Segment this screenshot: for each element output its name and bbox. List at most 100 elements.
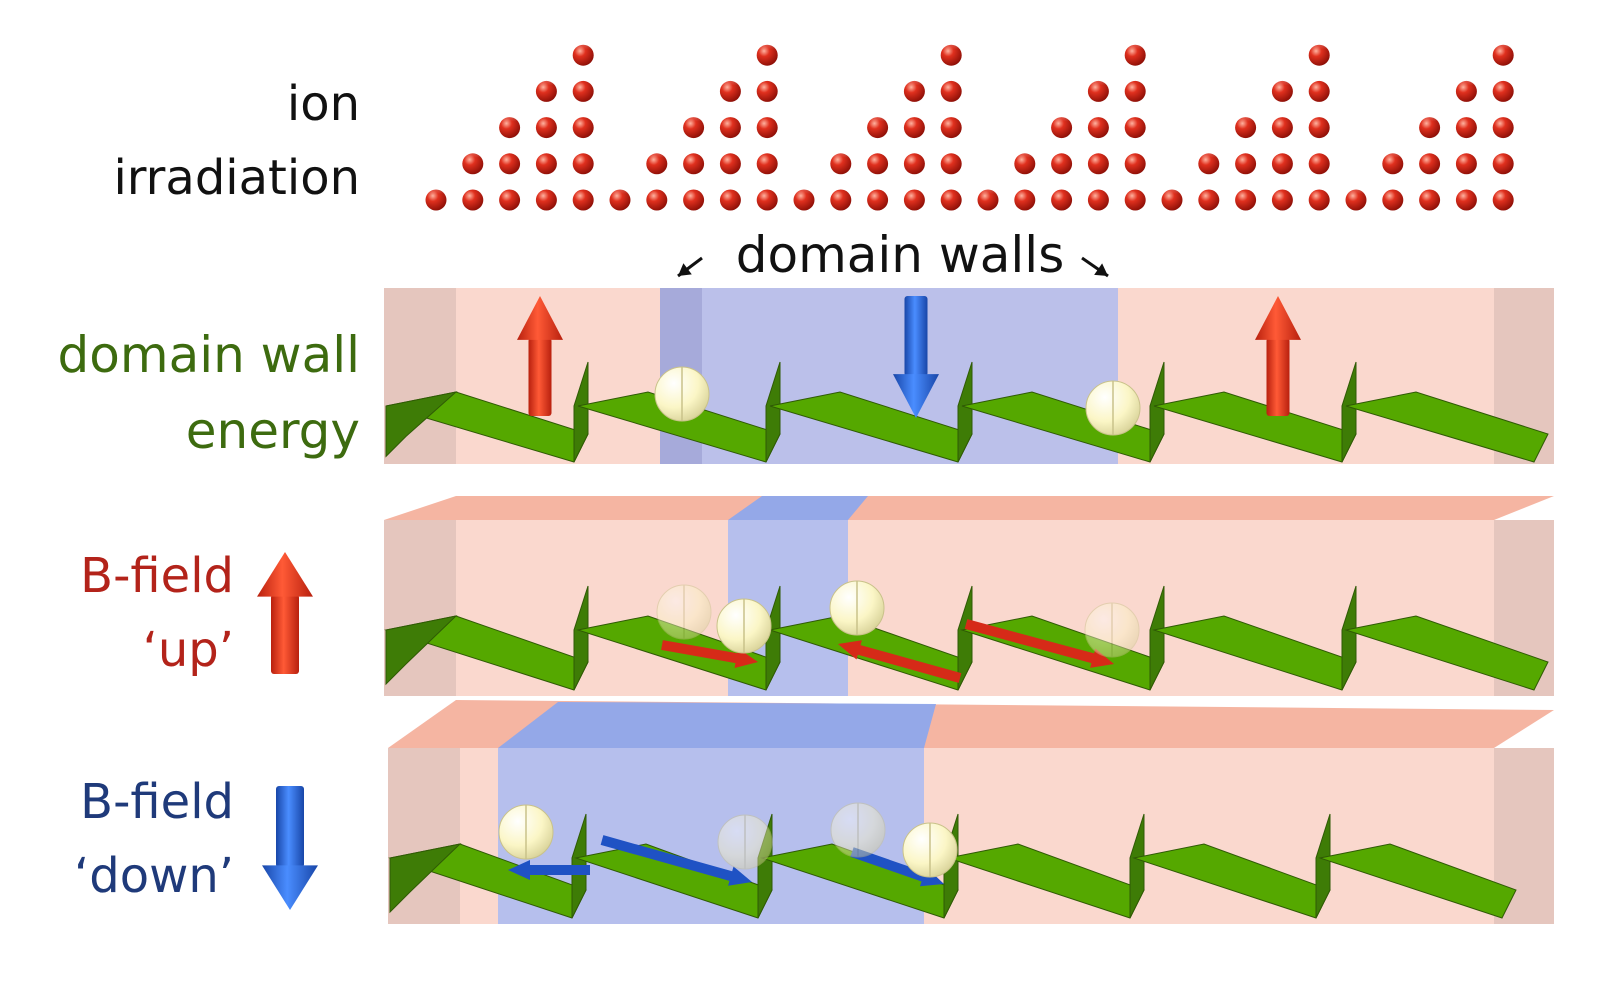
- ion-ball-icon: [1308, 117, 1330, 139]
- up-ribbon-step: [573, 585, 589, 691]
- domain-panels: [257, 288, 1554, 924]
- ion-label: ion: [200, 80, 360, 128]
- ion-ball-icon: [1455, 80, 1477, 102]
- ion-fade-overlay: [423, 25, 1517, 194]
- ion-ball-icon: [683, 153, 705, 175]
- up-ribbon-step: [957, 585, 973, 691]
- domain-wall-left-pointer-arrow-head: [678, 263, 692, 276]
- domain-wall-ball-icon: [498, 804, 554, 860]
- domain-wall-callouts: [677, 256, 1109, 278]
- motion-arrow-icon: [508, 860, 590, 880]
- motion-arrow-icon-shape: [508, 860, 590, 880]
- magnetization-up-arrow-icon-head: [517, 296, 563, 340]
- ion-ball-icon: [1124, 189, 1146, 211]
- b-field-down-arrow-icon: [262, 786, 318, 910]
- ion-ball-icon: [646, 189, 668, 211]
- domain-wall-right-pointer-arrow-head: [1094, 263, 1108, 276]
- magnetization-down-arrow-icon-head: [893, 374, 939, 418]
- ion-ball-icon: [719, 153, 741, 175]
- motion-arrow-icon: [964, 619, 1114, 668]
- ion-ball-icon: [1492, 117, 1514, 139]
- up-ribbon-step: [1341, 585, 1357, 691]
- b-field-down-arrow-icon-head: [262, 865, 318, 910]
- down-ribbon-step: [1315, 813, 1331, 919]
- ion-ball-icon: [572, 153, 594, 175]
- energy-ribbon: [385, 361, 1549, 463]
- ion-column-fade: [1048, 97, 1075, 122]
- ion-ball-icon: [1492, 44, 1514, 66]
- b-field-up-label-line1: B-field: [20, 552, 234, 600]
- irradiation-label: irradiation: [60, 154, 360, 202]
- down-ribbon-step: [1129, 813, 1145, 919]
- b-field-down-arrow-icon-shaft: [276, 786, 304, 868]
- ion-ball-icon: [1124, 117, 1146, 139]
- ion-ball-icon: [572, 80, 594, 102]
- ion-ball-icon: [1051, 117, 1073, 139]
- domain-wall-ball-icon: [716, 598, 772, 654]
- domain-wall-ball-icon: [829, 580, 885, 636]
- ion-ball-icon: [867, 189, 889, 211]
- energy-label-text1: domain wall: [57, 326, 360, 384]
- ion-column-fade: [901, 61, 928, 86]
- ion-column-fade: [533, 61, 560, 86]
- ion-ball-icon: [719, 80, 741, 102]
- irradiation-label-line2: irradiation: [113, 150, 360, 206]
- b-field-down-text1: B-field: [80, 774, 234, 830]
- ion-ball-icon: [1419, 117, 1441, 139]
- domain-walls-text: domain walls: [735, 226, 1065, 284]
- magnetization-up-arrow-icon-shaft: [528, 337, 552, 416]
- b-field-up-arrow-icon: [257, 552, 313, 674]
- ion-column-fade: [1343, 170, 1369, 194]
- ion-label-line1: ion: [286, 76, 360, 132]
- motion-arrow-icon-shape: [964, 619, 1114, 668]
- ion-ball-icon: [1124, 153, 1146, 175]
- domain-wall-ball-icon: [902, 822, 958, 878]
- ion-ball-icon: [1198, 153, 1220, 175]
- ion-ball-icon: [1419, 153, 1441, 175]
- ion-column-fade: [827, 133, 854, 158]
- energy-ribbon-step: [1341, 361, 1357, 463]
- ion-column-fade: [1232, 97, 1259, 122]
- ion-ball-icon: [535, 117, 557, 139]
- motion-arrow-icon-shape: [850, 847, 944, 887]
- ion-ball-icon: [499, 189, 521, 211]
- motion-arrow-icon: [661, 640, 758, 669]
- ion-ball-icon: [867, 117, 889, 139]
- b-field-up-text1: B-field: [80, 548, 234, 604]
- ion-ball-icon: [535, 189, 557, 211]
- domain-wall-ghost-ball-icon: [717, 814, 773, 870]
- ion-column-fade: [1416, 97, 1443, 122]
- ion-ball-icon: [756, 44, 778, 66]
- ion-ball-icon: [1051, 189, 1073, 211]
- ion-column-fade: [864, 97, 891, 122]
- b-field-up-label-line2: ‘up’: [20, 626, 234, 674]
- motion-arrow-icon-shape: [661, 640, 758, 669]
- ion-ball-icon: [1087, 153, 1109, 175]
- ion-ball-icon: [683, 189, 705, 211]
- ion-ball-icon: [756, 117, 778, 139]
- b-field-up-arrow-icon-head: [257, 552, 313, 597]
- down-ribbon-slope: [1318, 843, 1517, 919]
- ion-ball-icon: [535, 80, 557, 102]
- magnetization-up-arrow-icon-head: [1255, 296, 1301, 340]
- ion-ball-icon: [646, 153, 668, 175]
- magnetization-up-arrow-icon: [1255, 296, 1301, 416]
- ion-column-fade: [754, 25, 781, 50]
- ion-ball-icon: [830, 189, 852, 211]
- domain-wall-ghost-ball-icon-body: [1084, 602, 1140, 658]
- ion-column-fade: [1085, 61, 1112, 86]
- ion-ball-icon: [867, 153, 889, 175]
- ion-ball-icon: [1087, 189, 1109, 211]
- energy-label-line1: domain wall: [20, 330, 360, 380]
- ion-ball-icon: [903, 117, 925, 139]
- ion-ball-icon: [1345, 189, 1367, 211]
- b-field-up-text2: ‘up’: [142, 622, 234, 678]
- b-field-down-label-line1: B-field: [20, 778, 234, 826]
- ion-irradiation-columns: [425, 44, 1514, 211]
- domain-wall-right-pointer-arrow: [1081, 256, 1109, 278]
- energy-ribbon-step: [573, 361, 589, 463]
- ion-ball-icon: [940, 44, 962, 66]
- ion-ball-icon: [572, 44, 594, 66]
- ion-ball-icon: [683, 117, 705, 139]
